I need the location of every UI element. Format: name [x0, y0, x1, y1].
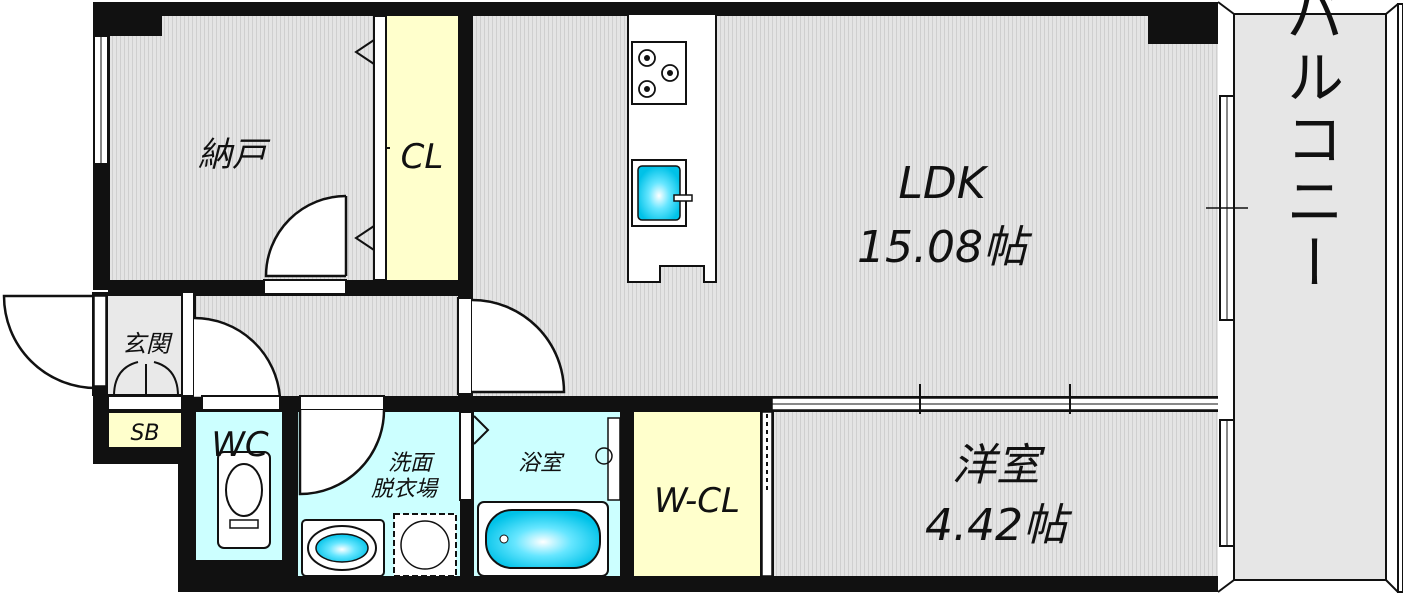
storage-door — [263, 194, 348, 295]
washroom-label-line1: 洗面 — [388, 451, 436, 476]
storage-label: 納戸 — [198, 135, 271, 175]
washroom-label-line2: 脱衣場 — [371, 477, 440, 502]
wall-corner — [110, 16, 162, 36]
bedroom-floor — [774, 412, 1218, 576]
shoe-box — [107, 411, 183, 449]
shoe-box-label: SB — [130, 421, 159, 446]
bedroom-label: 洋室 — [952, 440, 1046, 491]
ldk-area-label: 15.08帖 — [857, 222, 1033, 273]
toilet-label: WC — [211, 425, 269, 465]
wall-corner — [1148, 16, 1218, 44]
bedroom-area-label: 4.42帖 — [925, 500, 1073, 551]
closet-door — [354, 15, 390, 281]
entrance-label: 玄関 — [122, 330, 173, 358]
ldk-floor — [473, 16, 1218, 396]
bathtub — [477, 501, 609, 577]
bathroom-label: 浴室 — [518, 451, 565, 476]
closet-floor — [386, 16, 458, 280]
ldk-label: LDK — [898, 158, 988, 209]
walk-in-closet-floor — [634, 412, 760, 576]
hall-door — [181, 291, 282, 400]
balcony — [1217, 1, 1403, 594]
wash-basin — [301, 519, 385, 577]
window — [93, 35, 109, 165]
window — [1219, 419, 1235, 547]
stove — [631, 41, 687, 105]
washing-machine — [393, 513, 457, 577]
balcony-label: バルコニー — [1276, 0, 1344, 295]
shower — [595, 417, 621, 501]
bathroom-door — [459, 411, 490, 501]
closet-label: CL — [401, 137, 444, 177]
walk-in-closet-label: W-CL — [654, 481, 740, 521]
ldk-door — [457, 297, 566, 395]
wc-door — [201, 395, 281, 411]
entrance-door — [0, 290, 108, 396]
toilet — [217, 451, 271, 549]
shoe-cabinet — [107, 361, 183, 411]
washroom-door — [298, 395, 386, 496]
window — [1206, 95, 1248, 321]
walk-in-closet-door — [761, 411, 773, 577]
kitchen-sink — [631, 159, 693, 227]
